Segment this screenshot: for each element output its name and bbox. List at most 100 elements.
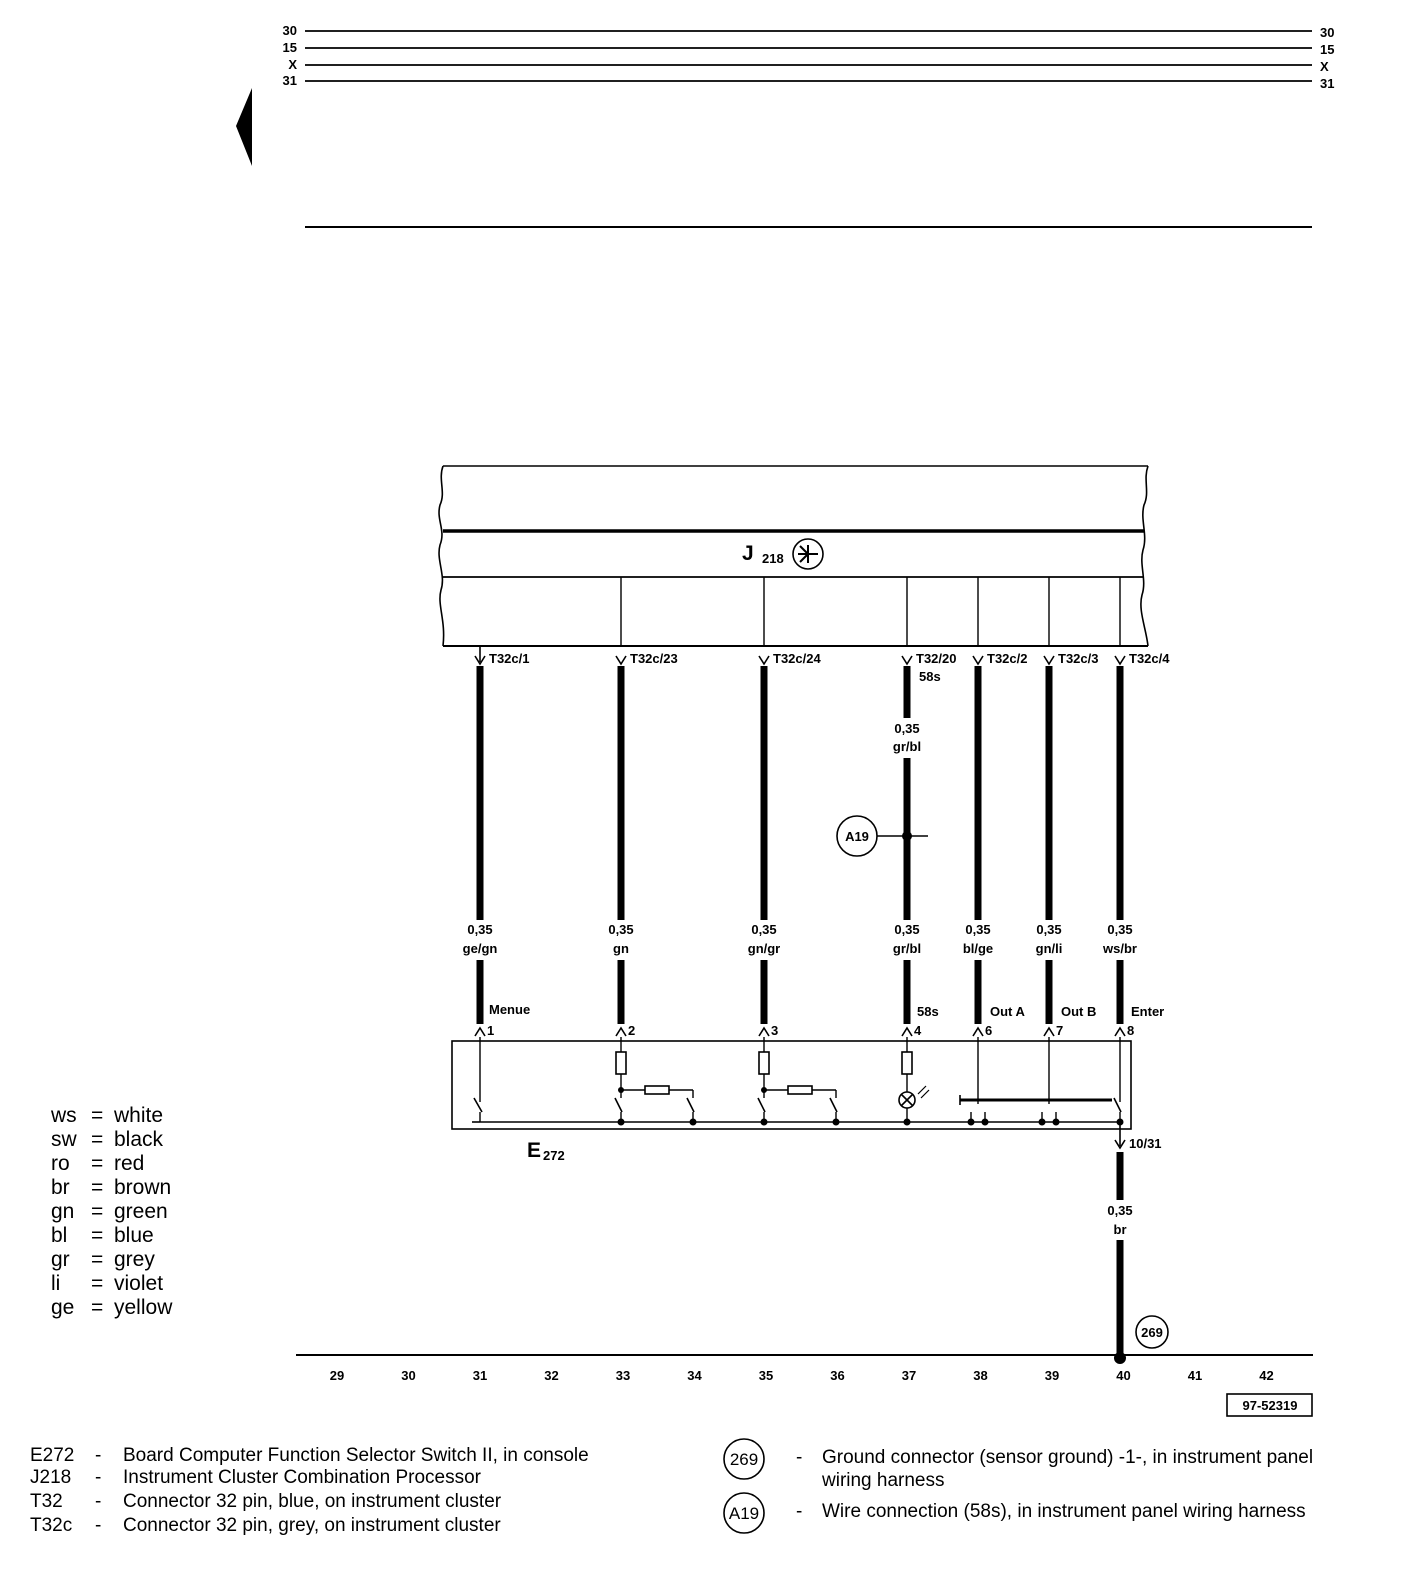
key-dash: -: [796, 1501, 802, 1522]
component-desc: Board Computer Function Selector Switch …: [123, 1445, 589, 1466]
legend-code: ws: [50, 1104, 77, 1127]
legend-name: blue: [114, 1224, 154, 1247]
wire-color-upper: gr/bl: [893, 739, 921, 754]
wire-2: T32c/23 0,35 gn 2: [608, 651, 677, 1038]
bus-label-left-30: 30: [283, 23, 297, 38]
wire-size: 0,35: [965, 922, 990, 937]
diagram-reference: 97-52319: [1243, 1398, 1298, 1413]
wire-3: T32c/24 0,35 gn/gr 3: [748, 651, 822, 1038]
legend-equals: =: [91, 1272, 103, 1295]
wire-7: T32c/3 0,35 gn/li Out B 7: [1036, 651, 1099, 1038]
wire-size: 0,35: [467, 922, 492, 937]
legend-equals: =: [91, 1128, 103, 1151]
connector-sub-label: 58s: [919, 669, 941, 684]
track-number: 38: [973, 1368, 987, 1383]
wire-4: T32/20 58s 0,35 gr/bl 0,35 gr/bl 58s 4: [893, 651, 957, 1038]
legend-equals: =: [91, 1248, 103, 1271]
wire-color: gn/li: [1036, 941, 1063, 956]
wire-size: 0,35: [1107, 922, 1132, 937]
pin-label: 4: [914, 1023, 922, 1038]
ground-connector-label: 10/31: [1129, 1136, 1162, 1151]
key-dash: -: [95, 1467, 101, 1488]
bus-label-right-x: X: [1320, 59, 1329, 74]
legend-code: ge: [51, 1296, 74, 1319]
bus-label-right-15: 15: [1320, 42, 1334, 57]
connector-label: T32c/1: [489, 651, 529, 666]
wire-size: 0,35: [1036, 922, 1061, 937]
track-number: 30: [401, 1368, 415, 1383]
symbol-code: 269: [730, 1450, 758, 1469]
function-label: Out B: [1061, 1004, 1096, 1019]
track-number: 42: [1259, 1368, 1273, 1383]
legend-equals: =: [91, 1176, 103, 1199]
bus-bars: 30 15 X 31 30 15 X 31: [283, 23, 1334, 228]
legend-name: black: [114, 1128, 164, 1151]
pin-label: 2: [628, 1023, 635, 1038]
j218-label: J: [742, 542, 754, 565]
symbol-key: 269 - Ground connector (sensor ground) -…: [723, 1438, 1313, 1534]
e272-label: E: [527, 1139, 541, 1162]
component-key: E272 - Board Computer Function Selector …: [30, 1445, 589, 1536]
lamp-icon: [898, 1085, 930, 1109]
transistor-icon: [792, 538, 824, 570]
track-number: 39: [1045, 1368, 1059, 1383]
reference-box: [1226, 1393, 1313, 1417]
legend-name: red: [114, 1152, 144, 1175]
legend-name: white: [113, 1104, 163, 1127]
function-label: 58s: [917, 1004, 939, 1019]
ground-wire-color: br: [1114, 1222, 1127, 1237]
ground-wire-size: 0,35: [1107, 1203, 1132, 1218]
previous-page-arrow-icon[interactable]: [236, 88, 252, 166]
ground-269-label: 269: [1141, 1325, 1163, 1340]
pin-label: 7: [1056, 1023, 1063, 1038]
symbol-code: A19: [729, 1504, 759, 1523]
j218-subscript: 218: [762, 551, 784, 566]
pin-label: 1: [487, 1023, 494, 1038]
function-label: Enter: [1131, 1004, 1164, 1019]
symbol-desc: Ground connector (sensor ground) -1-, in…: [822, 1447, 1313, 1468]
legend-code: li: [51, 1272, 60, 1295]
ground-wire: 10/31 0,35 br 269: [1107, 1122, 1169, 1364]
connector-label: T32c/23: [630, 651, 678, 666]
legend-equals: =: [91, 1296, 103, 1319]
bus-label-left-x: X: [288, 57, 297, 72]
connector-label: T32c/24: [773, 651, 821, 666]
function-label: Menue: [489, 1002, 530, 1017]
legend-code: sw: [51, 1128, 78, 1151]
connector-label: T32c/3: [1058, 651, 1098, 666]
bus-label-left-31: 31: [283, 73, 297, 88]
key-dash: -: [95, 1515, 101, 1536]
wire-color: ge/gn: [463, 941, 498, 956]
legend-equals: =: [91, 1104, 103, 1127]
component-code: T32: [30, 1491, 63, 1512]
track-number: 31: [473, 1368, 487, 1383]
bus-label-right-30: 30: [1320, 25, 1334, 40]
j218-internal-lines: [620, 577, 1121, 646]
key-dash: -: [95, 1445, 101, 1466]
control-unit-j218: J 218: [438, 465, 1149, 647]
function-label: Out A: [990, 1004, 1026, 1019]
wire-8: T32c/4 0,35 ws/br Enter 8: [1102, 651, 1170, 1038]
key-dash: -: [796, 1447, 802, 1468]
connector-label: T32c/2: [987, 651, 1027, 666]
wire-color: bl/ge: [963, 941, 993, 956]
legend-name: green: [114, 1200, 168, 1223]
legend-name: grey: [114, 1248, 155, 1271]
symbol-desc-line2: wiring harness: [821, 1470, 945, 1491]
bus-label-left-15: 15: [283, 40, 297, 55]
component-desc: Connector 32 pin, blue, on instrument cl…: [123, 1491, 502, 1512]
track-number: 29: [330, 1368, 344, 1383]
component-desc: Connector 32 pin, grey, on instrument cl…: [123, 1515, 501, 1536]
track-number: 40: [1116, 1368, 1130, 1383]
legend-code: bl: [51, 1224, 67, 1247]
component-desc: Instrument Cluster Combination Processor: [123, 1467, 482, 1488]
legend-name: yellow: [114, 1296, 173, 1319]
pin-label: 8: [1127, 1023, 1134, 1038]
wire-color: ws/br: [1102, 941, 1137, 956]
legend-code: br: [51, 1176, 70, 1199]
wire-color: gn/gr: [748, 941, 781, 956]
legend-code: gn: [51, 1200, 74, 1223]
splice-a19: A19: [836, 815, 928, 857]
